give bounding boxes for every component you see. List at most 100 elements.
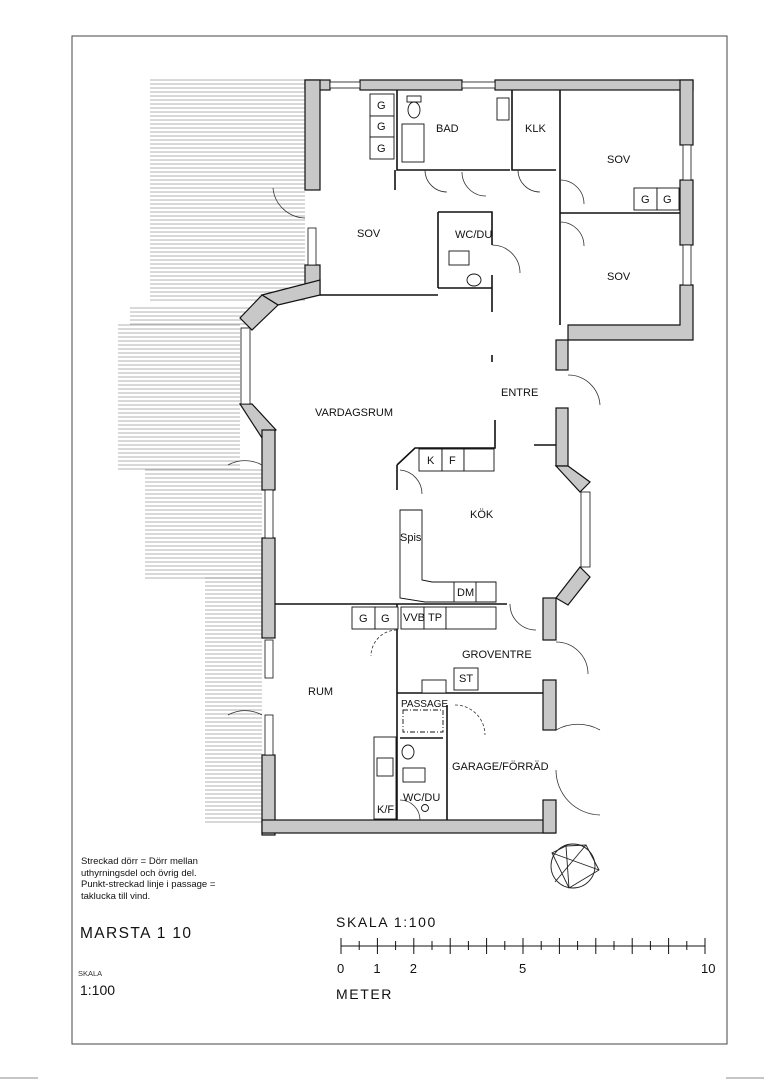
st-box [453,667,479,691]
door-wcdu [491,244,521,274]
fixture-label-vvb: VVB [403,612,425,624]
fixture-label-k: K [427,455,435,467]
window-top-2 [461,81,496,89]
window-sov-left [307,227,317,266]
room-label-klk: KLK [525,123,546,135]
wall-wcdu [438,211,493,245]
scale-bar-label: 0 [337,961,344,976]
wc2-toilet [401,744,415,760]
g-box-3 [369,136,395,160]
door-entre [567,374,601,406]
walls [238,79,694,836]
note-line-4: taklucka till vind. [81,890,151,902]
fixture-label-g4: G [641,194,650,206]
bad-toilet-bowl [407,101,421,119]
door-sov-left [272,187,306,219]
window-rum-1 [264,489,274,539]
rum-counter [373,736,397,820]
window-kok [580,491,591,568]
fixture-label-g3: G [377,143,386,155]
wall-kok-bay-1 [554,465,591,493]
fixture-label-st: ST [459,673,473,685]
window-top-1 [329,81,361,89]
dm-box [453,581,477,603]
wall-rum-left-1 [261,537,276,639]
interior-walls [275,90,680,820]
passage-hatch [402,709,444,733]
fixture-label-spis: Spis [400,532,422,544]
scale-bar-label: 1 [373,961,380,976]
room-label-sov-top-left: SOV [357,228,381,240]
door-wc2 [399,799,421,821]
room-label-wc-du-bottom: WC/DU [403,792,440,804]
kok-counter-top [463,448,495,472]
wall-bay-4 [261,429,276,491]
door-garage-1 [555,723,601,731]
wc-toilet [466,273,482,287]
door-rum-dashed [370,629,398,657]
door-sov-r2 [559,221,585,247]
door-groventre-ext [555,641,589,675]
wall-bottom [261,819,556,834]
window-rum-2 [264,639,274,679]
wc-sink [448,250,470,266]
fixture-label-kf: K/F [377,804,394,816]
window-right-2 [682,244,692,286]
window-rum-3 [264,714,274,756]
door-kok [399,469,423,495]
door-klk [517,169,541,193]
kok-counter-left [399,509,497,603]
door-deck-1 [227,460,263,466]
door-bad [424,169,448,193]
fixture-label-g2: G [377,121,386,133]
wall-kok-top [396,420,496,466]
fixture-label-g1: G [377,100,386,112]
room-label-bad: BAD [436,123,459,135]
window-right-1 [682,144,692,181]
rum-sink [376,757,394,777]
fixture-label-f: F [449,455,456,467]
room-label-kok: KÖK [470,509,494,521]
wall-klk [511,90,556,171]
g-box-7 [374,606,399,630]
room-label-sov-top-right: SOV [607,154,631,166]
wc2-drain [421,804,429,812]
note-line-1: Streckad dörr = Dörr mellan [81,856,198,867]
fixture-label-g6: G [359,613,368,625]
wall-right-2 [679,179,694,246]
room-label-groventre: GROVENTRE [462,649,532,661]
bad-vanity [401,123,425,163]
wall-bay-2 [239,294,279,331]
wall-top-2 [359,79,463,91]
room-label-vardagsrum: VARDAGSRUM [315,407,393,419]
room-label-garage: GARAGE/FÖRRÄD [452,761,549,773]
wc2-sink [402,767,426,783]
legend-note: Streckad dörr = Dörr mellan uthyrningsde… [81,856,281,902]
scale-bar-title: SKALA 1:100 [336,914,437,930]
door-passage [454,704,486,736]
wall-sov-left-1 [304,79,321,191]
room-label-wc-du-top: WC/DU [455,229,492,241]
scale-bar-unit: METER [336,986,393,1002]
deck-hatching [118,79,305,823]
gv-sink-counter [445,606,497,630]
skala-value: 1:100 [80,982,116,998]
wall-top-3 [494,79,694,91]
drawing-frame [71,35,728,1045]
fixture-label-tp: TP [428,612,442,624]
room-label-rum: RUM [308,686,333,698]
fixture-label-g7: G [381,613,390,625]
room-label-entre: ENTRE [501,387,538,399]
wall-garage-right-2 [542,679,557,731]
door-gv-top [509,603,537,631]
north-arrow-icon [550,843,600,889]
wall-right-3 [567,284,694,341]
wall-entre-right-2 [555,407,569,467]
doors [227,169,601,821]
window-bay [240,327,251,405]
fixtures [351,93,680,820]
wall-bad [396,90,510,171]
windows [240,81,692,756]
wall-garage-right-1 [542,597,557,641]
